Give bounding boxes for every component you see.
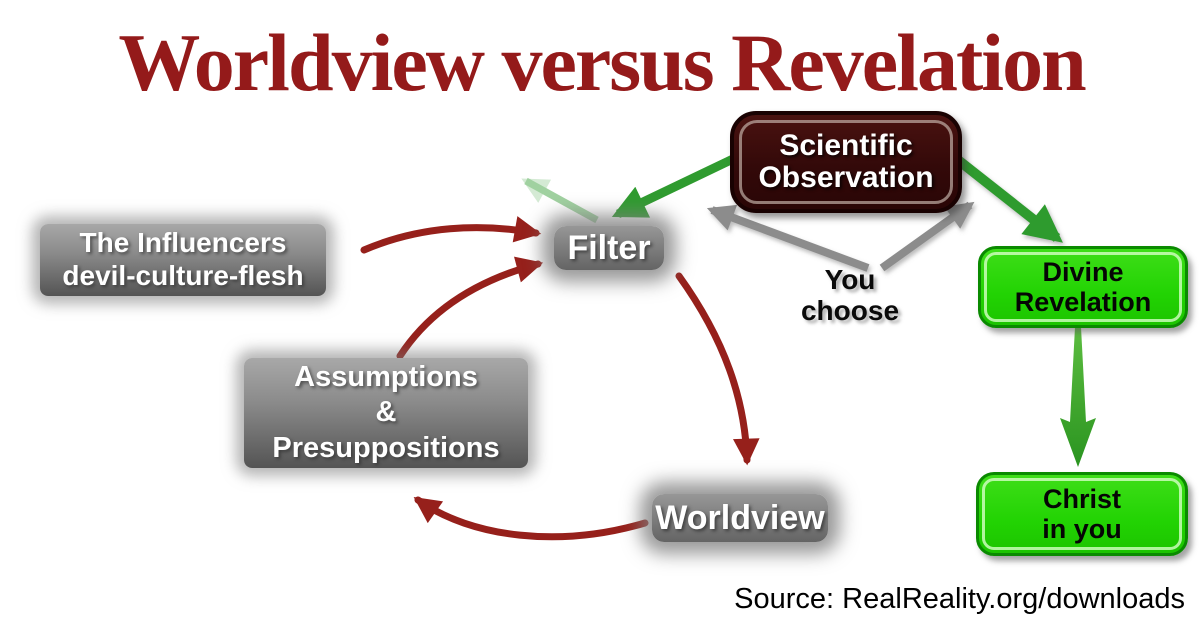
node-divine-revelation: Divine Revelation <box>978 246 1188 328</box>
node-christ-in-you: Christ in you <box>976 472 1188 556</box>
arrow-you-choose-to-divine-revelation <box>879 201 975 272</box>
node-worldview-label: Worldview <box>655 498 825 537</box>
node-divine-revelation-line1: Divine <box>1042 256 1124 287</box>
arrow-worldview-to-assumptions <box>413 496 649 541</box>
arrow-filter-back-up-faded <box>521 177 599 224</box>
node-assumptions-line1: Assumptions <box>294 360 478 393</box>
node-influencers-line2: devil-culture-flesh <box>62 260 304 291</box>
node-you-choose-line2: choose <box>800 295 900 326</box>
node-divine-revelation-line2: Revelation <box>1014 287 1152 317</box>
node-scientific-observation-inner-border: Scientific Observation <box>739 120 953 204</box>
node-you-choose-line1: You <box>824 264 876 296</box>
node-christ-in-you-inner-border: Christ in you <box>982 478 1182 550</box>
node-influencers: The Influencers devil-culture-flesh <box>40 224 326 296</box>
node-christ-in-you-line1: Christ <box>1042 483 1121 514</box>
node-assumptions-presuppositions: Assumptions & Presuppositions <box>244 358 528 468</box>
node-scientific-observation-line1: Scientific <box>779 128 913 162</box>
node-assumptions-line2: & <box>375 396 397 429</box>
arrow-filter-to-worldview <box>675 272 760 466</box>
node-christ-in-you-line2: in you <box>1042 514 1122 544</box>
node-divine-revelation-inner-border: Divine Revelation <box>984 252 1182 322</box>
node-scientific-observation: Scientific Observation <box>730 111 962 213</box>
arrow-divine-revelation-to-christ-in-you <box>1060 327 1096 467</box>
source-credit: Source: RealReality.org/downloads <box>734 583 1185 615</box>
node-assumptions-line3: Presuppositions <box>272 431 500 464</box>
arrow-influencers-to-filter <box>360 216 542 254</box>
arrow-you-choose-to-filter <box>706 204 870 272</box>
arrow-scientific-observation-to-divine-revelation <box>949 152 1063 243</box>
node-filter: Filter <box>554 226 664 270</box>
node-scientific-observation-line2: Observation <box>758 161 934 194</box>
arrow-scientific-observation-to-filter <box>611 153 737 219</box>
node-influencers-line1: The Influencers <box>79 227 287 259</box>
node-worldview: Worldview <box>652 494 828 542</box>
page-title: Worldview versus Revelation <box>118 17 1086 108</box>
node-you-choose: You choose <box>788 264 912 328</box>
node-filter-label: Filter <box>567 228 651 267</box>
arrow-assumptions-to-filter <box>396 256 544 360</box>
